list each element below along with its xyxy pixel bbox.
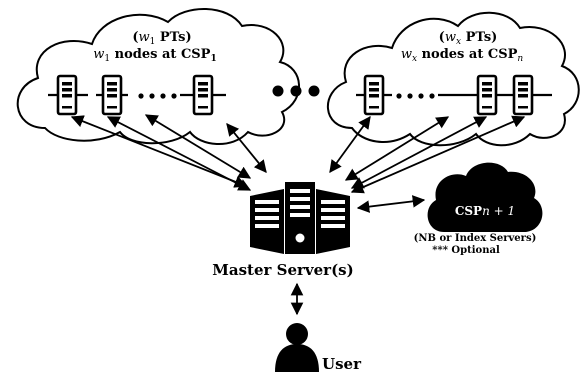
ellipsis-dots: [138, 93, 177, 99]
csp-extra-caption-2: *** Optional: [432, 245, 500, 256]
bidirectional-arrow-icon: [356, 195, 426, 213]
csp-extra-caption-1: (NB or Index Servers): [414, 233, 537, 244]
bidirectional-arrow-icon: [226, 123, 267, 173]
cloud-right-line1: (wx PTs): [439, 30, 498, 47]
connections: [70, 114, 526, 316]
cloud-right-var2: w: [401, 47, 412, 62]
cloud-right-rest: PTs): [461, 30, 497, 45]
cloud-right: (wx PTs) wx nodes at CSPn: [327, 11, 580, 147]
cloud-right-var: w: [445, 30, 456, 45]
cloud-right-endsub: n: [517, 54, 523, 64]
node-server-icon: [363, 74, 385, 116]
cloud-right-line2: wx nodes at CSPn: [401, 47, 524, 64]
ellipsis-dots: [396, 93, 435, 99]
cloud-left-mid: nodes at CSP: [110, 47, 211, 62]
csp-extra-cloud: CSPn + 1: [427, 162, 543, 232]
cloud-left-sub2: 1: [104, 54, 110, 64]
cloud-icon: [427, 162, 543, 232]
cloud-left: (w1 PTs) w1 nodes at CSP1: [16, 8, 300, 146]
csp-extra-title: CSPn + 1: [455, 204, 515, 218]
csp-extra-title-main: CSP: [455, 204, 482, 218]
node-server-icon: [192, 74, 214, 116]
bidirectional-arrow-icon: [350, 115, 526, 194]
cloud-left-endsub: 1: [210, 54, 216, 64]
cloud-left-line1: (w1 PTs): [132, 30, 191, 47]
csp-extra-title-tail: n + 1: [482, 204, 515, 218]
cloud-left-line2: w1 nodes at CSP1: [93, 47, 216, 64]
user-icon: [275, 323, 319, 372]
master-server-label: Master Server(s): [212, 261, 353, 279]
cloud-left-rest: PTs): [155, 30, 191, 45]
node-server-icon: [56, 74, 78, 116]
cloud-ellipsis: [272, 85, 320, 97]
cloud-left-sub: 1: [150, 37, 156, 47]
cloud-right-mid: nodes at CSP: [417, 47, 518, 62]
node-server-icon: [512, 74, 534, 116]
cloud-left-var2: w: [93, 47, 104, 62]
cloud-right-sub: x: [456, 37, 461, 47]
node-server-icon: [101, 74, 123, 116]
user-label: User: [322, 355, 362, 373]
cloud-left-var: w: [139, 30, 150, 45]
cloud-right-sub2: x: [412, 54, 417, 64]
master-server-icon: [250, 182, 350, 254]
node-server-icon: [476, 74, 498, 116]
